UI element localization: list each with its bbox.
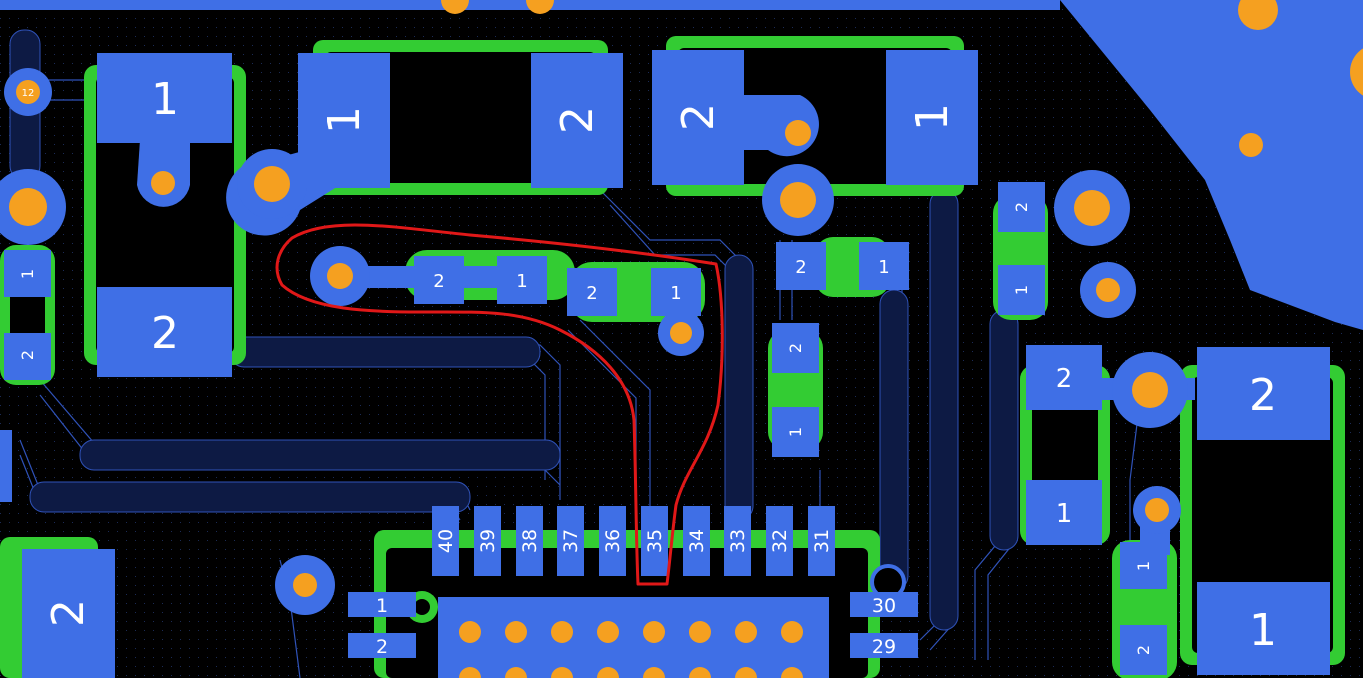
pad-a2: [97, 287, 232, 377]
via: [1239, 133, 1263, 157]
pad-label: 2: [786, 343, 805, 353]
pad-m1: [1026, 480, 1102, 545]
pad-b1: [298, 53, 390, 188]
via: [9, 188, 47, 226]
track-bands: [9, 29, 1019, 631]
pad-label: 1: [1249, 605, 1277, 656]
via: [16, 80, 40, 104]
via: [670, 322, 692, 344]
via: [526, 0, 554, 14]
via: [1132, 372, 1168, 408]
copper-pour-top-right: [1060, 0, 1363, 330]
pad-m2: [1026, 345, 1102, 410]
via: [1074, 190, 1110, 226]
pin-label: 38: [519, 529, 541, 553]
via: [293, 573, 317, 597]
pad-label: 2: [1249, 370, 1277, 421]
large-pads: [0, 50, 1330, 678]
pad-label: 12: [22, 88, 35, 99]
pin-label: 34: [686, 529, 708, 553]
pin-label: 37: [560, 529, 582, 553]
pad-label: 1: [1134, 561, 1153, 571]
connector-drills: [459, 621, 803, 678]
pad-label: 2: [586, 283, 597, 304]
pad-label: 1: [18, 269, 37, 279]
pad-label: 1: [319, 106, 370, 134]
pad-label: 1: [670, 283, 681, 304]
via: [1096, 278, 1120, 302]
component-outline-holes: [10, 48, 1333, 678]
pin-label: 39: [477, 529, 499, 553]
connector-pin-labels: 40 39 38 37 36 35 34 33 32 31 1 2 30 29: [376, 529, 896, 658]
pad-a1: [97, 53, 232, 143]
vias: [0, 0, 1278, 623]
pin-label: 35: [644, 529, 666, 553]
pad-b2: [531, 53, 623, 188]
pad-label: 1: [907, 103, 958, 131]
pad-label: 2: [552, 106, 603, 134]
pin-label: 32: [769, 529, 791, 553]
pad-label: 1: [151, 74, 179, 125]
pin-label: 33: [727, 529, 749, 553]
via: [151, 171, 175, 195]
pad-label: 2: [18, 350, 37, 360]
red-annotation-outline: [275, 223, 724, 586]
pad-label: 2: [151, 308, 179, 359]
pin-label: 30: [872, 595, 896, 617]
pin-label: 29: [872, 636, 896, 658]
pad-label: 2: [1134, 645, 1153, 655]
via: [1145, 498, 1169, 522]
pad-c2: [652, 50, 744, 185]
pad-label: 2: [43, 599, 94, 627]
pad-label: 2: [1056, 364, 1073, 394]
pad-n2: [22, 549, 115, 678]
pin-label: 36: [602, 529, 624, 553]
pin-label: 2: [376, 636, 388, 658]
via: [414, 599, 430, 615]
pad-label: 2: [433, 271, 444, 292]
pad-label: 1: [1012, 285, 1031, 295]
pad-label: 1: [1056, 499, 1073, 529]
pad-label: 1: [516, 271, 527, 292]
via: [327, 263, 353, 289]
via: [1238, 0, 1278, 30]
pad-label: 2: [1012, 202, 1031, 212]
edge-drill: [1350, 48, 1363, 96]
pin-label: 31: [811, 529, 833, 553]
pad-label: 2: [673, 103, 724, 131]
connector-footprint: [348, 506, 918, 678]
connector-pin-pads: [348, 506, 918, 658]
pad-label: 2: [795, 257, 806, 278]
pad-d1: [1197, 582, 1330, 675]
pad-c1: [886, 50, 978, 185]
connector-body: [438, 597, 829, 678]
pad-d2: [1197, 347, 1330, 440]
via: [780, 182, 816, 218]
pad-label: 1: [786, 427, 805, 437]
pad-label: 1: [878, 257, 889, 278]
via: [441, 0, 469, 14]
pad-edge: [0, 430, 12, 502]
via: [785, 120, 811, 146]
pad-labels: 1 2 1 2 2 1 2 1 2 1 2 2 1 2 1 2 1 2 1 2 …: [18, 74, 1277, 656]
small-pads: [4, 182, 1167, 675]
via: [254, 166, 290, 202]
pin-label: 40: [435, 529, 457, 553]
pin-label: 1: [376, 595, 388, 617]
